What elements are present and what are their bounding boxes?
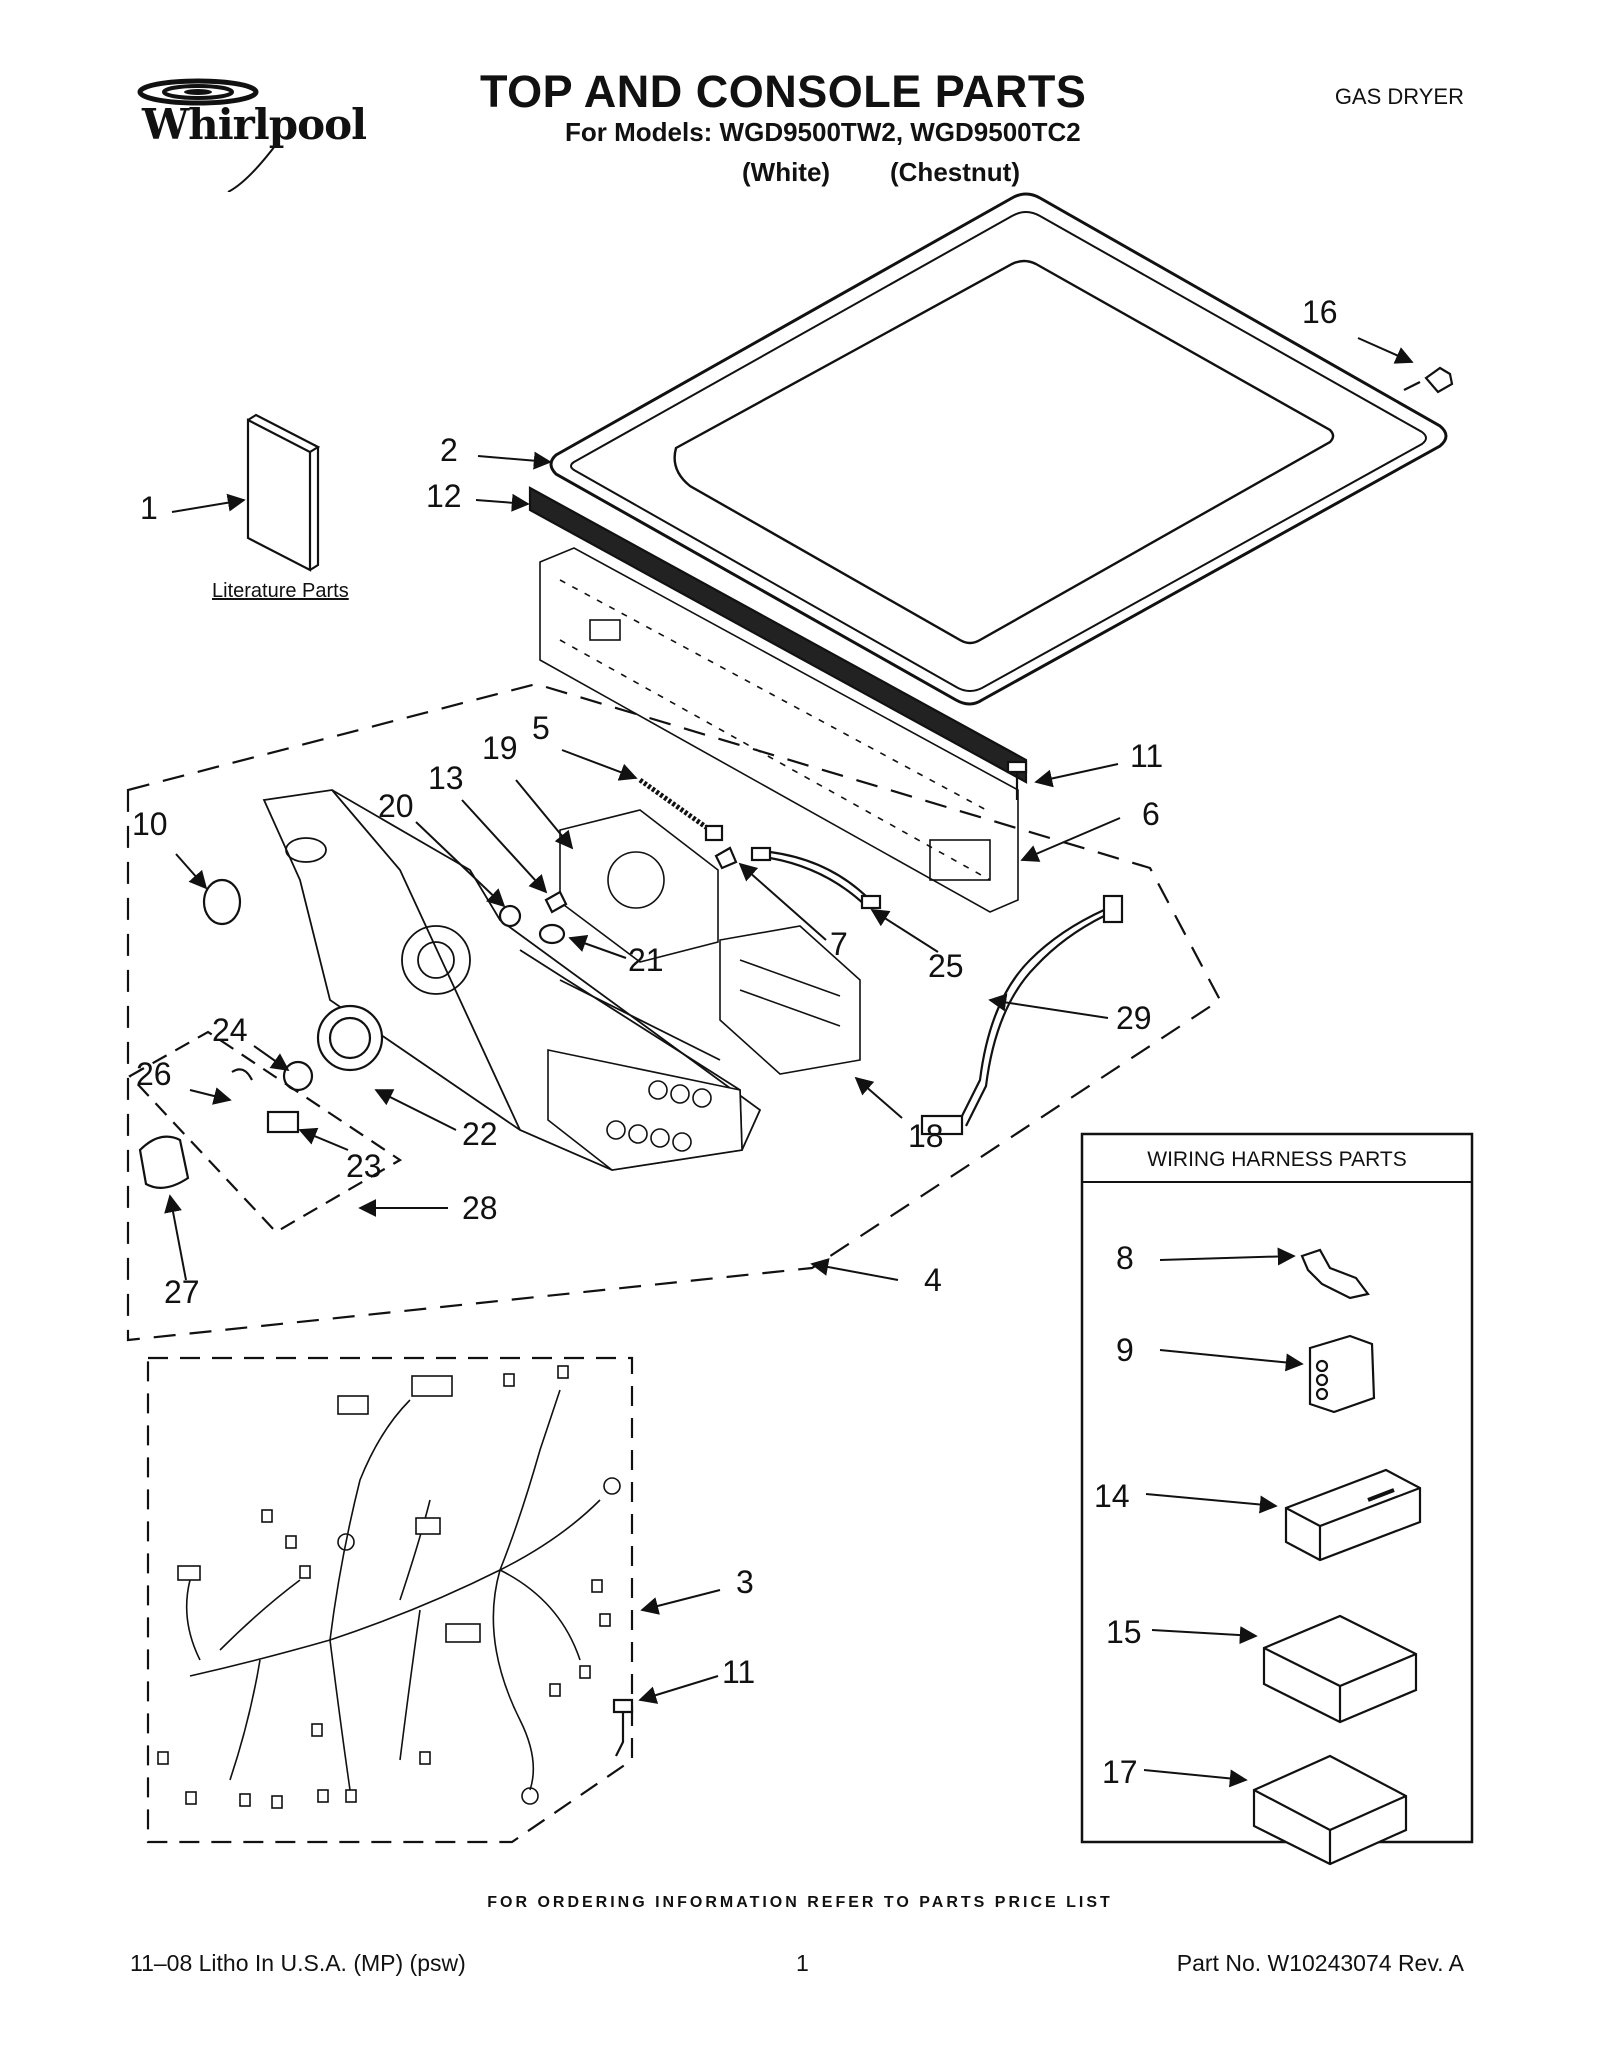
part-13 (544, 890, 568, 914)
callout-25: 25 (928, 948, 964, 984)
terminal-8 (1300, 1248, 1370, 1300)
control-board-19 (559, 809, 719, 963)
callout-6: 6 (1142, 796, 1160, 832)
console-button-panel (547, 1049, 743, 1171)
callout-21: 21 (628, 942, 664, 978)
callout-19: 19 (482, 730, 518, 766)
harness-25 (750, 846, 882, 910)
console-mounting-bracket (539, 547, 1019, 913)
knob-insert-23 (266, 1110, 300, 1134)
callout-23: 23 (346, 1148, 382, 1184)
callout-20: 20 (378, 788, 414, 824)
callout-11: 11 (1130, 738, 1164, 774)
knob-group-boundary (128, 1030, 403, 1234)
whirlpool-swirl-icon (137, 78, 279, 192)
models-line: For Models: WGD9500TW2, WGD9500TC2 (565, 117, 1081, 147)
callout-9: 9 (1116, 1332, 1134, 1368)
literature-parts-label: Literature Parts (212, 580, 349, 602)
callout-13: 13 (428, 760, 464, 796)
part-21 (538, 923, 566, 945)
callout-17: 17 (1102, 1754, 1138, 1790)
control-knob-27 (138, 1135, 190, 1189)
wiring-harness-parts-box (1080, 1132, 1474, 1844)
callout-3: 3 (736, 1564, 754, 1600)
callout-27: 27 (164, 1274, 200, 1310)
main-wiring-harness (157, 1365, 621, 1809)
connector-9 (1308, 1334, 1376, 1414)
callout-1: 1 (140, 490, 158, 526)
callout-10: 10 (132, 806, 168, 842)
part-20 (498, 904, 522, 928)
callout-4: 4 (924, 1262, 942, 1298)
console-assembly-boundary (126, 682, 1222, 1342)
callout-15: 15 (1106, 1614, 1142, 1650)
connector-17 (1252, 1754, 1408, 1866)
document-type: GAS DRYER (1334, 84, 1464, 109)
callout-24: 24 (212, 1012, 248, 1048)
callout-18: 18 (908, 1118, 944, 1154)
callout-5: 5 (532, 710, 550, 746)
knob-spring-24 (282, 1060, 314, 1092)
wire-tie-5 (638, 777, 724, 842)
callout-12: 12 (426, 478, 462, 514)
ring-10 (202, 878, 242, 926)
callout-8: 8 (1116, 1240, 1134, 1276)
variant-chestnut: (Chestnut) (890, 157, 1020, 187)
ordering-note: FOR ORDERING INFORMATION REFER TO PARTS … (487, 1894, 1113, 1911)
wiring-harness-parts-title: WIRING HARNESS PARTS (1147, 1148, 1407, 1171)
main-harness-boundary (146, 1356, 634, 1844)
callout-16: 16 (1302, 294, 1338, 330)
screw-11-lower-icon (612, 1698, 634, 1757)
logo-wordmark: Whirlpool (142, 100, 367, 149)
callout-14: 14 (1094, 1478, 1130, 1514)
screw-16-icon (1403, 366, 1454, 394)
part-7 (714, 846, 738, 870)
connector-15 (1262, 1614, 1418, 1724)
part-number: Part No. W10243074 Rev. A (1176, 1950, 1464, 1976)
user-interface-board-18 (719, 925, 861, 1075)
litho-info: 11–08 Litho In U.S.A. (MP) (psw) (130, 1950, 466, 1976)
callout-2: 2 (440, 432, 458, 468)
dryer-top-panel (549, 192, 1448, 706)
literature-booklet (246, 413, 321, 572)
callout-22: 22 (462, 1116, 498, 1152)
harness-29 (920, 894, 1124, 1136)
page-number: 1 (796, 1950, 809, 1976)
callout-11-lower: 11 (722, 1654, 756, 1690)
page-title: TOP AND CONSOLE PARTS (480, 66, 1087, 117)
variant-white: (White) (742, 157, 831, 187)
top-seal-strip (528, 486, 1028, 784)
leader-arrows (164, 337, 1414, 1788)
screw-11-icon (1006, 760, 1028, 800)
clip-26 (231, 1068, 253, 1081)
connector-14 (1284, 1468, 1422, 1562)
knob-bezel-22 (316, 1004, 384, 1072)
callout-29: 29 (1116, 1000, 1152, 1036)
callout-28: 28 (462, 1190, 498, 1226)
callout-26: 26 (136, 1056, 172, 1092)
callout-7: 7 (830, 926, 848, 962)
